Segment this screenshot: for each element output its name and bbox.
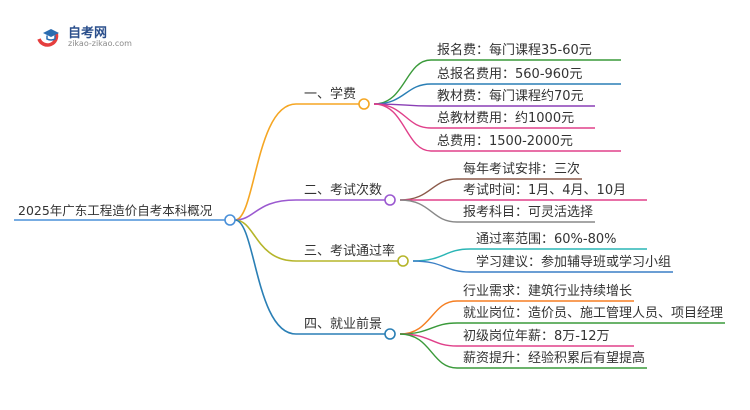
logo-cap bbox=[43, 29, 59, 37]
logo-arc bbox=[37, 32, 59, 47]
leaf-node-3-1: 通过率范围：60%-80% bbox=[476, 232, 617, 247]
branch-toggle-1[interactable] bbox=[358, 98, 370, 110]
branch-node-3: 三、考试通过率 bbox=[304, 244, 396, 259]
leaf-node-1-1: 报名费：每门课程35-60元 bbox=[437, 43, 592, 58]
leaf-node-4-2: 就业岗位：造价员、施工管理人员、项目经理 bbox=[463, 306, 724, 321]
leaf-node-4-3: 初级岗位年薪：8万-12万 bbox=[463, 329, 610, 344]
leaf-connector-4-1 bbox=[399, 300, 634, 335]
leaf-connector-3-2 bbox=[412, 260, 673, 273]
branch-node-2: 二、考试次数 bbox=[304, 183, 383, 198]
leaf-node-4-1: 行业需求：建筑行业持续增长 bbox=[463, 284, 633, 299]
leaf-node-3-2: 学习建议：参加辅导班或学习小组 bbox=[476, 255, 672, 270]
leaf-node-2-2: 考试时间：1月、4月、10月 bbox=[463, 183, 627, 198]
leaf-node-1-5: 总费用：1500-2000元 bbox=[437, 134, 573, 149]
leaf-connector-1-4 bbox=[373, 103, 595, 129]
leaf-connector-2-3 bbox=[399, 199, 595, 223]
logo-cap-band bbox=[46, 35, 56, 41]
leaf-connector-3-1 bbox=[412, 248, 647, 262]
leaf-node-1-3: 教材费：每门课程约70元 bbox=[437, 89, 584, 104]
branch-connector-1 bbox=[234, 103, 359, 221]
leaf-node-4-4: 薪资提升：经验积累后有望提高 bbox=[463, 351, 646, 366]
logo-url: zikao-zikao.com bbox=[68, 39, 132, 48]
graduation-cap-icon bbox=[37, 29, 59, 47]
branch-toggle-2[interactable] bbox=[384, 194, 396, 206]
leaf-connector-4-2 bbox=[399, 322, 725, 335]
branch-node-4: 四、就业前景 bbox=[304, 317, 383, 332]
logo-title: 自考网 bbox=[68, 26, 108, 41]
branch-connector-2 bbox=[234, 199, 385, 221]
leaf-connector-2-1 bbox=[399, 178, 582, 201]
leaf-node-2-3: 报考科目：可灵活选择 bbox=[463, 205, 594, 220]
branch-toggle-3[interactable] bbox=[397, 255, 409, 267]
leaf-connector-4-4 bbox=[399, 333, 647, 369]
leaf-connector-4-3 bbox=[399, 333, 634, 347]
leaf-connector-1-2 bbox=[373, 83, 621, 105]
branch-toggle-4[interactable] bbox=[384, 328, 396, 340]
leaf-connector-1-1 bbox=[373, 59, 621, 105]
leaf-node-1-2: 总报名费用：560-960元 bbox=[437, 67, 583, 82]
root-toggle[interactable] bbox=[224, 214, 236, 226]
leaf-connector-1-5 bbox=[373, 103, 621, 152]
branch-node-1: 一、学费 bbox=[304, 87, 357, 102]
branch-connector-3 bbox=[234, 219, 398, 262]
leaf-node-2-1: 每年考试安排：三次 bbox=[463, 162, 581, 177]
site-logo[interactable]: 自考网 zikao-zikao.com bbox=[34, 22, 144, 54]
branch-connector-4 bbox=[234, 219, 385, 335]
leaf-node-1-4: 总教材费用：约1000元 bbox=[437, 111, 575, 126]
root-node-label: 2025年广东工程造价自考本科概况 bbox=[18, 203, 213, 218]
